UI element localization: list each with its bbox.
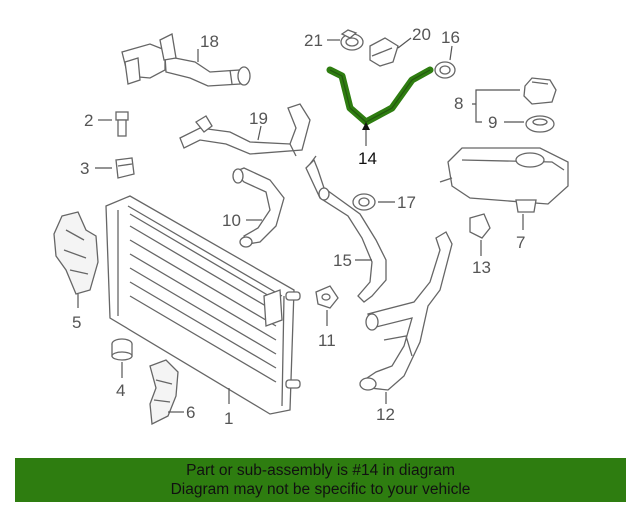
part-16-clamp[interactable] bbox=[434, 61, 456, 79]
part-6-deflector[interactable] bbox=[149, 359, 179, 426]
leader-8 bbox=[472, 89, 520, 123]
callout-9: 9 bbox=[488, 113, 497, 132]
callout-7: 7 bbox=[516, 233, 525, 252]
part-3-rubber-mount[interactable] bbox=[115, 157, 135, 179]
callout-21: 21 bbox=[304, 31, 323, 50]
part-9-seal-ring[interactable] bbox=[525, 115, 555, 133]
callout-12: 12 bbox=[376, 405, 395, 424]
callout-2: 2 bbox=[84, 111, 93, 130]
part-4-rubber-mount[interactable] bbox=[111, 338, 133, 361]
callout-11: 11 bbox=[318, 331, 336, 350]
leader-19 bbox=[257, 125, 262, 141]
part-15-bent-pipe[interactable] bbox=[305, 155, 387, 303]
parts-diagram: 18 21 20 16 14 8 9 bbox=[53, 25, 569, 428]
part-2-bleed-screw[interactable] bbox=[115, 111, 129, 137]
footer-line-1: Part or sub-assembly is #14 in diagram bbox=[186, 462, 455, 479]
part-8-reservoir-cap[interactable] bbox=[523, 77, 557, 105]
callout-16: 16 bbox=[441, 28, 460, 47]
callout-5: 5 bbox=[72, 313, 81, 332]
part-18-coolant-flange[interactable] bbox=[121, 33, 251, 87]
callout-15: 15 bbox=[333, 251, 352, 270]
part-19-coolant-pipe[interactable] bbox=[179, 103, 311, 157]
part-21-hose-clamp[interactable] bbox=[340, 29, 364, 51]
part-5-deflector[interactable] bbox=[53, 211, 99, 295]
callout-10: 10 bbox=[222, 211, 241, 230]
callout-17: 17 bbox=[397, 193, 416, 212]
part-20-hose-cap[interactable] bbox=[369, 37, 399, 67]
footer-line-2: Diagram may not be specific to your vehi… bbox=[170, 481, 471, 498]
footer-banner: Part or sub-assembly is #14 in diagram D… bbox=[15, 458, 626, 502]
part-7-expansion-tank[interactable] bbox=[439, 147, 569, 213]
callout-20: 20 bbox=[412, 25, 431, 44]
part-13-clip[interactable] bbox=[469, 213, 491, 239]
callout-6: 6 bbox=[186, 403, 195, 422]
callout-14: 14 bbox=[358, 149, 377, 168]
callout-18: 18 bbox=[200, 32, 219, 51]
part-14-coolant-hose[interactable] bbox=[326, 66, 434, 126]
part-1-radiator[interactable] bbox=[105, 195, 301, 415]
part-12-upper-hose[interactable] bbox=[359, 231, 453, 391]
callout-3: 3 bbox=[80, 159, 89, 178]
leader-20 bbox=[397, 37, 412, 49]
part-11-clip[interactable] bbox=[315, 285, 339, 309]
leader-14-arrow bbox=[362, 122, 370, 130]
callout-19: 19 bbox=[249, 109, 268, 128]
callout-1: 1 bbox=[224, 409, 233, 428]
part-10-lower-hose[interactable] bbox=[232, 167, 285, 248]
callout-4: 4 bbox=[116, 381, 125, 400]
part-17-clamp[interactable] bbox=[352, 193, 376, 211]
callout-13: 13 bbox=[472, 258, 491, 277]
leader-16 bbox=[449, 45, 453, 61]
callout-8: 8 bbox=[454, 94, 463, 113]
